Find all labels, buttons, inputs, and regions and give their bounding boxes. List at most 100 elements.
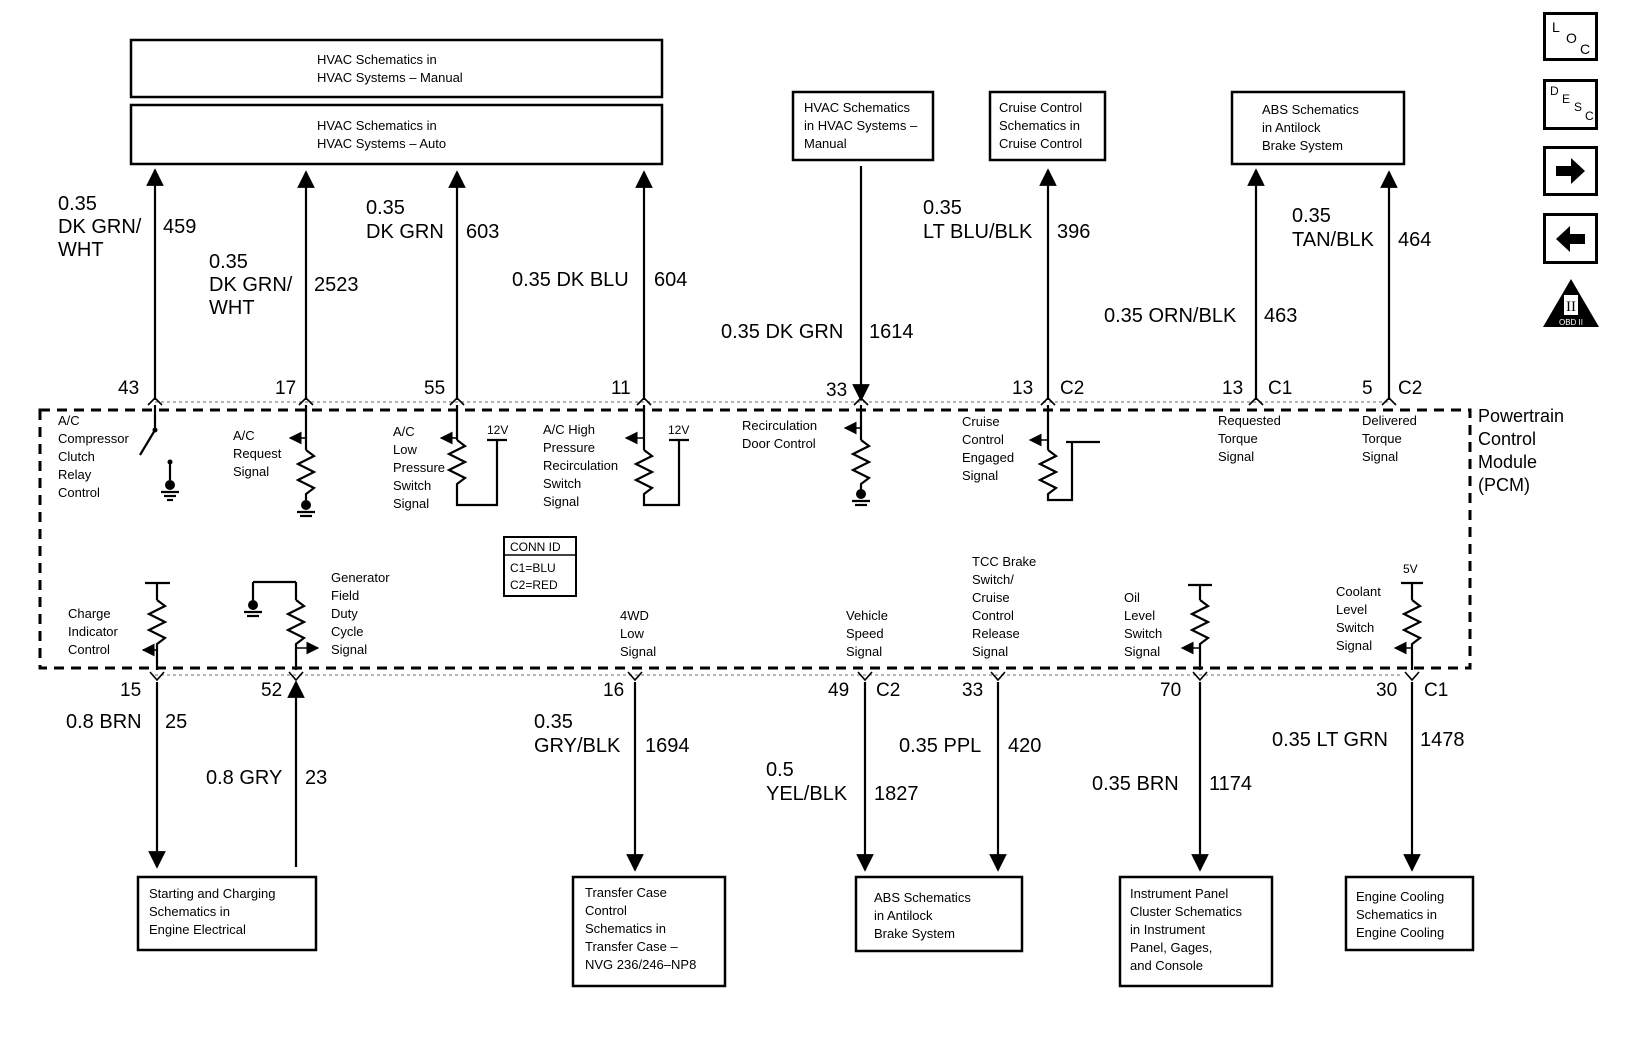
- wire-gauge: WHT: [58, 239, 104, 261]
- wire-gauge: DK GRN: [366, 221, 444, 243]
- pin-number: 55: [424, 378, 445, 399]
- signal-label: Signal: [846, 644, 882, 659]
- delivered-torque-signal: Delivered Torque Signal: [1362, 413, 1417, 464]
- box-text: HVAC Systems – Manual: [317, 70, 463, 85]
- signal-label: Cruise: [962, 414, 1000, 429]
- desc-button[interactable]: D E S C: [1543, 79, 1598, 130]
- voltage-label: 12V: [668, 423, 689, 437]
- wire-2523: 0.35 DK GRN/ WHT 2523 17: [209, 170, 359, 400]
- signal-label: Compressor: [58, 431, 129, 446]
- signal-label: Cycle: [331, 624, 364, 639]
- loc-button[interactable]: L O C: [1543, 12, 1598, 61]
- signal-label: Low: [393, 442, 417, 457]
- signal-label: 4WD: [620, 608, 649, 623]
- desc-icon: S: [1574, 100, 1583, 114]
- box-text: HVAC Schematics in: [317, 118, 437, 133]
- box-transfer-case: Transfer Case Control Schematics in Tran…: [571, 875, 727, 988]
- box-text: in Instrument: [1130, 922, 1206, 937]
- arrow-right-icon: [1556, 158, 1585, 184]
- box-starting-charging: Starting and Charging Schematics in Engi…: [136, 875, 318, 952]
- box-text: Engine Cooling: [1356, 889, 1444, 904]
- signal-label: A/C: [233, 428, 255, 443]
- wire-gauge: 0.35: [209, 251, 248, 273]
- ground-icon: [244, 600, 262, 618]
- box-text: in Antilock: [1262, 120, 1321, 135]
- next-page-button[interactable]: [1543, 146, 1598, 196]
- wire-circuit: 463: [1264, 305, 1297, 327]
- box-text: Transfer Case –: [585, 939, 678, 954]
- wire-circuit: 604: [654, 269, 687, 291]
- conn-id-line: C1=BLU: [510, 561, 556, 575]
- conn-id-box: CONN ID C1=BLU C2=RED: [503, 536, 577, 597]
- signal-label: Cruise: [972, 590, 1010, 605]
- signal-label: Signal: [620, 644, 656, 659]
- signal-label: Signal: [543, 494, 579, 509]
- wire-circuit: 464: [1398, 229, 1431, 251]
- desc-icon: E: [1562, 92, 1571, 106]
- signal-label: Oil: [1124, 590, 1140, 605]
- signal-label: Vehicle: [846, 608, 888, 623]
- box-abs-top: ABS Schematics in Antilock Brake System: [1230, 90, 1406, 166]
- box-instrument-panel: Instrument Panel Cluster Schematics in I…: [1118, 875, 1274, 988]
- signal-label: Pressure: [543, 440, 595, 455]
- wire-circuit: 1694: [645, 735, 690, 757]
- wire-gauge: 0.8 GRY: [206, 767, 282, 789]
- signal-label: Control: [58, 485, 100, 500]
- wire-25: 15 0.8 BRN 25: [66, 680, 187, 869]
- pin-number: 33: [826, 380, 847, 401]
- signal-label: Clutch: [58, 449, 95, 464]
- loc-icon: C: [1580, 41, 1591, 57]
- wire-circuit: 25: [165, 711, 187, 733]
- signal-label: Indicator: [68, 624, 119, 639]
- box-text: Cruise Control: [999, 100, 1082, 115]
- wire-gauge: 0.35: [534, 711, 573, 733]
- signal-label: Control: [68, 642, 110, 657]
- box-abs-bottom: ABS Schematics in Antilock Brake System: [854, 875, 1024, 953]
- charge-indicator-control: Charge Indicator Control: [68, 581, 170, 670]
- signal-label: Release: [972, 626, 1020, 641]
- wire-gauge: 0.35: [366, 197, 405, 219]
- wire-463: 0.35 ORN/BLK 463 13 C1: [1104, 168, 1297, 400]
- signal-label: A/C High: [543, 422, 595, 437]
- pcm-label: Powertrain Control Module (PCM): [1478, 406, 1564, 495]
- wire-464: 0.35 TAN/BLK 464 5 C2: [1292, 170, 1431, 400]
- obd-ii-button[interactable]: II OBD II: [1541, 277, 1601, 329]
- previous-page-button[interactable]: [1543, 213, 1598, 264]
- wire-circuit: 420: [1008, 735, 1041, 757]
- signal-label: Recirculation: [742, 418, 817, 433]
- pin-number: 13: [1222, 378, 1243, 399]
- recirculation-door-control: Recirculation Door Control: [742, 405, 872, 507]
- wire-gauge: 0.35: [923, 197, 962, 219]
- pin-number: 17: [275, 378, 296, 399]
- signal-label: Coolant: [1336, 584, 1381, 599]
- wire-23: 52 0.8 GRY 23: [206, 680, 327, 867]
- box-text: Cluster Schematics: [1130, 904, 1242, 919]
- pin-number: 5: [1362, 378, 1373, 399]
- signal-label: Pressure: [393, 460, 445, 475]
- signal-label: Torque: [1362, 431, 1402, 446]
- cruise-control-engaged-signal: Cruise Control Engaged Signal: [962, 405, 1100, 502]
- box-text: Manual: [804, 136, 847, 151]
- box-text: in HVAC Systems –: [804, 118, 918, 133]
- box-hvac-manual: HVAC Schematics in HVAC Systems – Manual: [129, 38, 664, 99]
- signal-label: Switch/: [972, 572, 1014, 587]
- ac-request-signal: A/C Request Signal: [233, 405, 317, 518]
- signal-label: TCC Brake: [972, 554, 1036, 569]
- box-text: Instrument Panel: [1130, 886, 1228, 901]
- tcc-brake-switch-signal: TCC Brake Switch/ Cruise Control Release…: [972, 554, 1036, 659]
- wire-gauge: YEL/BLK: [766, 783, 848, 805]
- box-text: Starting and Charging: [149, 886, 275, 901]
- 4wd-low-signal: 4WD Low Signal: [620, 608, 656, 659]
- conn-id-line: C2=RED: [510, 578, 558, 592]
- signal-label: Signal: [1124, 644, 1160, 659]
- signal-label: Switch: [1124, 626, 1162, 641]
- coolant-level-switch-signal: Coolant Level Switch Signal 5V: [1336, 562, 1423, 670]
- wire-gauge: 0.35: [1292, 205, 1331, 227]
- wire-gauge: TAN/BLK: [1292, 229, 1375, 251]
- signal-label: Level: [1336, 602, 1367, 617]
- voltage-label: 12V: [487, 423, 508, 437]
- signal-label: Torque: [1218, 431, 1258, 446]
- signal-label: Signal: [331, 642, 367, 657]
- signal-label: Signal: [962, 468, 998, 483]
- signal-label: Switch: [393, 478, 431, 493]
